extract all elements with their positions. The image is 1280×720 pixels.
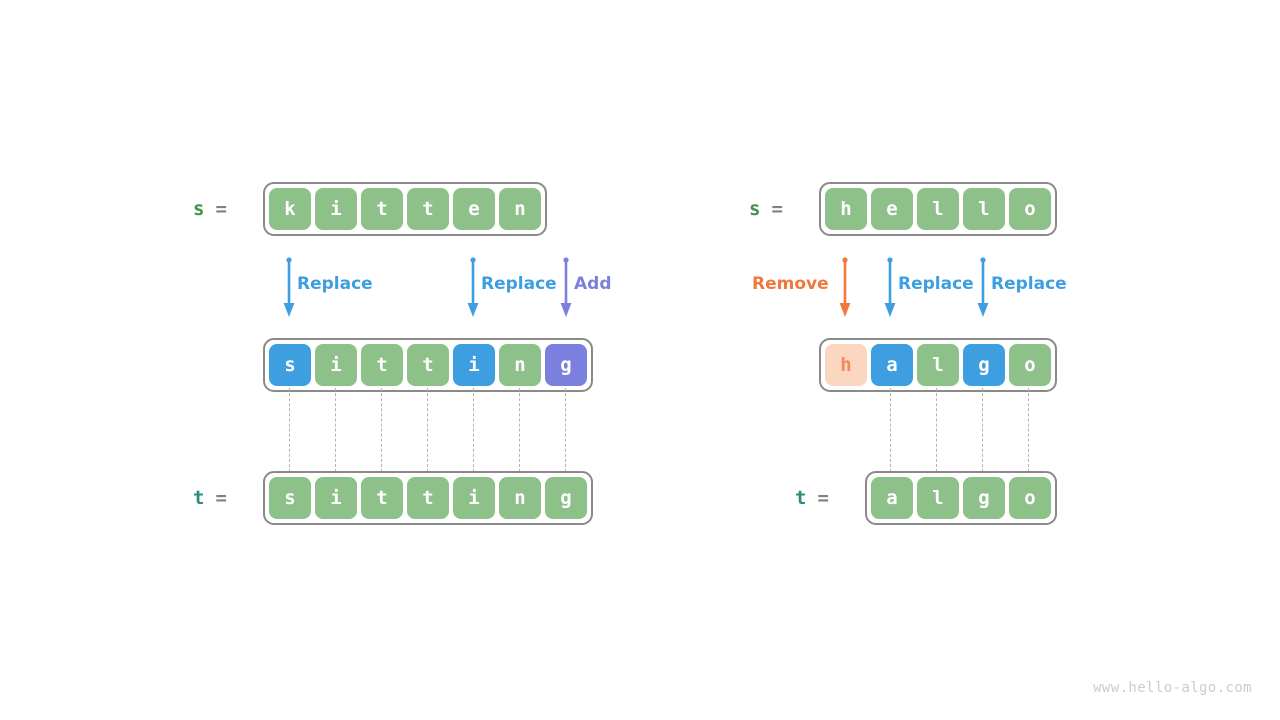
char-cell: g [545,477,587,519]
variable-name-t: t [193,487,205,509]
variable-name-s: s [193,198,205,220]
char-cell: i [315,477,357,519]
char-cell: h [825,344,867,386]
char-cell: s [269,477,311,519]
replace-arrow-down-icon [282,257,296,319]
operation-label-remove: Remove [752,274,829,294]
char-cell: e [871,188,913,230]
replace-arrow-down-icon [883,257,897,319]
connector-line [565,388,566,472]
char-cell: l [963,188,1005,230]
char-cell: l [917,477,959,519]
char-cell: t [361,344,403,386]
operation-label-replace: Replace [481,274,557,294]
operation-label-replace: Replace [297,274,373,294]
char-cell: t [407,188,449,230]
right-source-string-box: h e l l o [819,182,1057,236]
replace-arrow-down-icon [976,257,990,319]
connector-line [982,388,983,472]
left-edit-string-box: s i t t i n g [263,338,593,392]
char-cell: e [453,188,495,230]
char-cell: n [499,344,541,386]
char-cell: a [871,344,913,386]
right-target-variable-label: t= [795,487,829,509]
left-target-string-box: s i t t i n g [263,471,593,525]
char-cell: t [407,344,449,386]
right-edit-string-box: h a l g o [819,338,1057,392]
connector-line [381,388,382,472]
char-cell: t [361,188,403,230]
char-cell: n [499,477,541,519]
connector-line [427,388,428,472]
char-cell: t [407,477,449,519]
char-cell: l [917,344,959,386]
char-cell: g [963,477,1005,519]
operation-label-replace: Replace [991,274,1067,294]
connector-line [473,388,474,472]
variable-name-s: s [749,198,761,220]
char-cell: n [499,188,541,230]
left-target-variable-label: t= [193,487,227,509]
char-cell: h [825,188,867,230]
char-cell: o [1009,344,1051,386]
connector-line [519,388,520,472]
operation-label-add: Add [574,274,612,294]
watermark: www.hello-algo.com [1093,680,1252,696]
connector-line [1028,388,1029,472]
right-target-string-box: a l g o [865,471,1057,525]
left-source-string-box: k i t t e n [263,182,547,236]
operation-label-replace: Replace [898,274,974,294]
char-cell: i [315,188,357,230]
connector-line [936,388,937,472]
connector-line [335,388,336,472]
char-cell: i [453,477,495,519]
char-cell: o [1009,188,1051,230]
add-arrow-down-icon [559,257,573,319]
equals-sign: = [817,487,829,509]
char-cell: a [871,477,913,519]
equals-sign: = [771,198,783,220]
remove-arrow-down-icon [838,257,852,319]
char-cell: o [1009,477,1051,519]
char-cell: g [963,344,1005,386]
connector-line [890,388,891,472]
right-source-variable-label: s= [749,198,783,220]
char-cell: s [269,344,311,386]
left-source-variable-label: s= [193,198,227,220]
char-cell: t [361,477,403,519]
char-cell: g [545,344,587,386]
char-cell: i [315,344,357,386]
equals-sign: = [215,198,227,220]
char-cell: l [917,188,959,230]
equals-sign: = [215,487,227,509]
replace-arrow-down-icon [466,257,480,319]
char-cell: k [269,188,311,230]
variable-name-t: t [795,487,807,509]
connector-line [289,388,290,472]
char-cell: i [453,344,495,386]
